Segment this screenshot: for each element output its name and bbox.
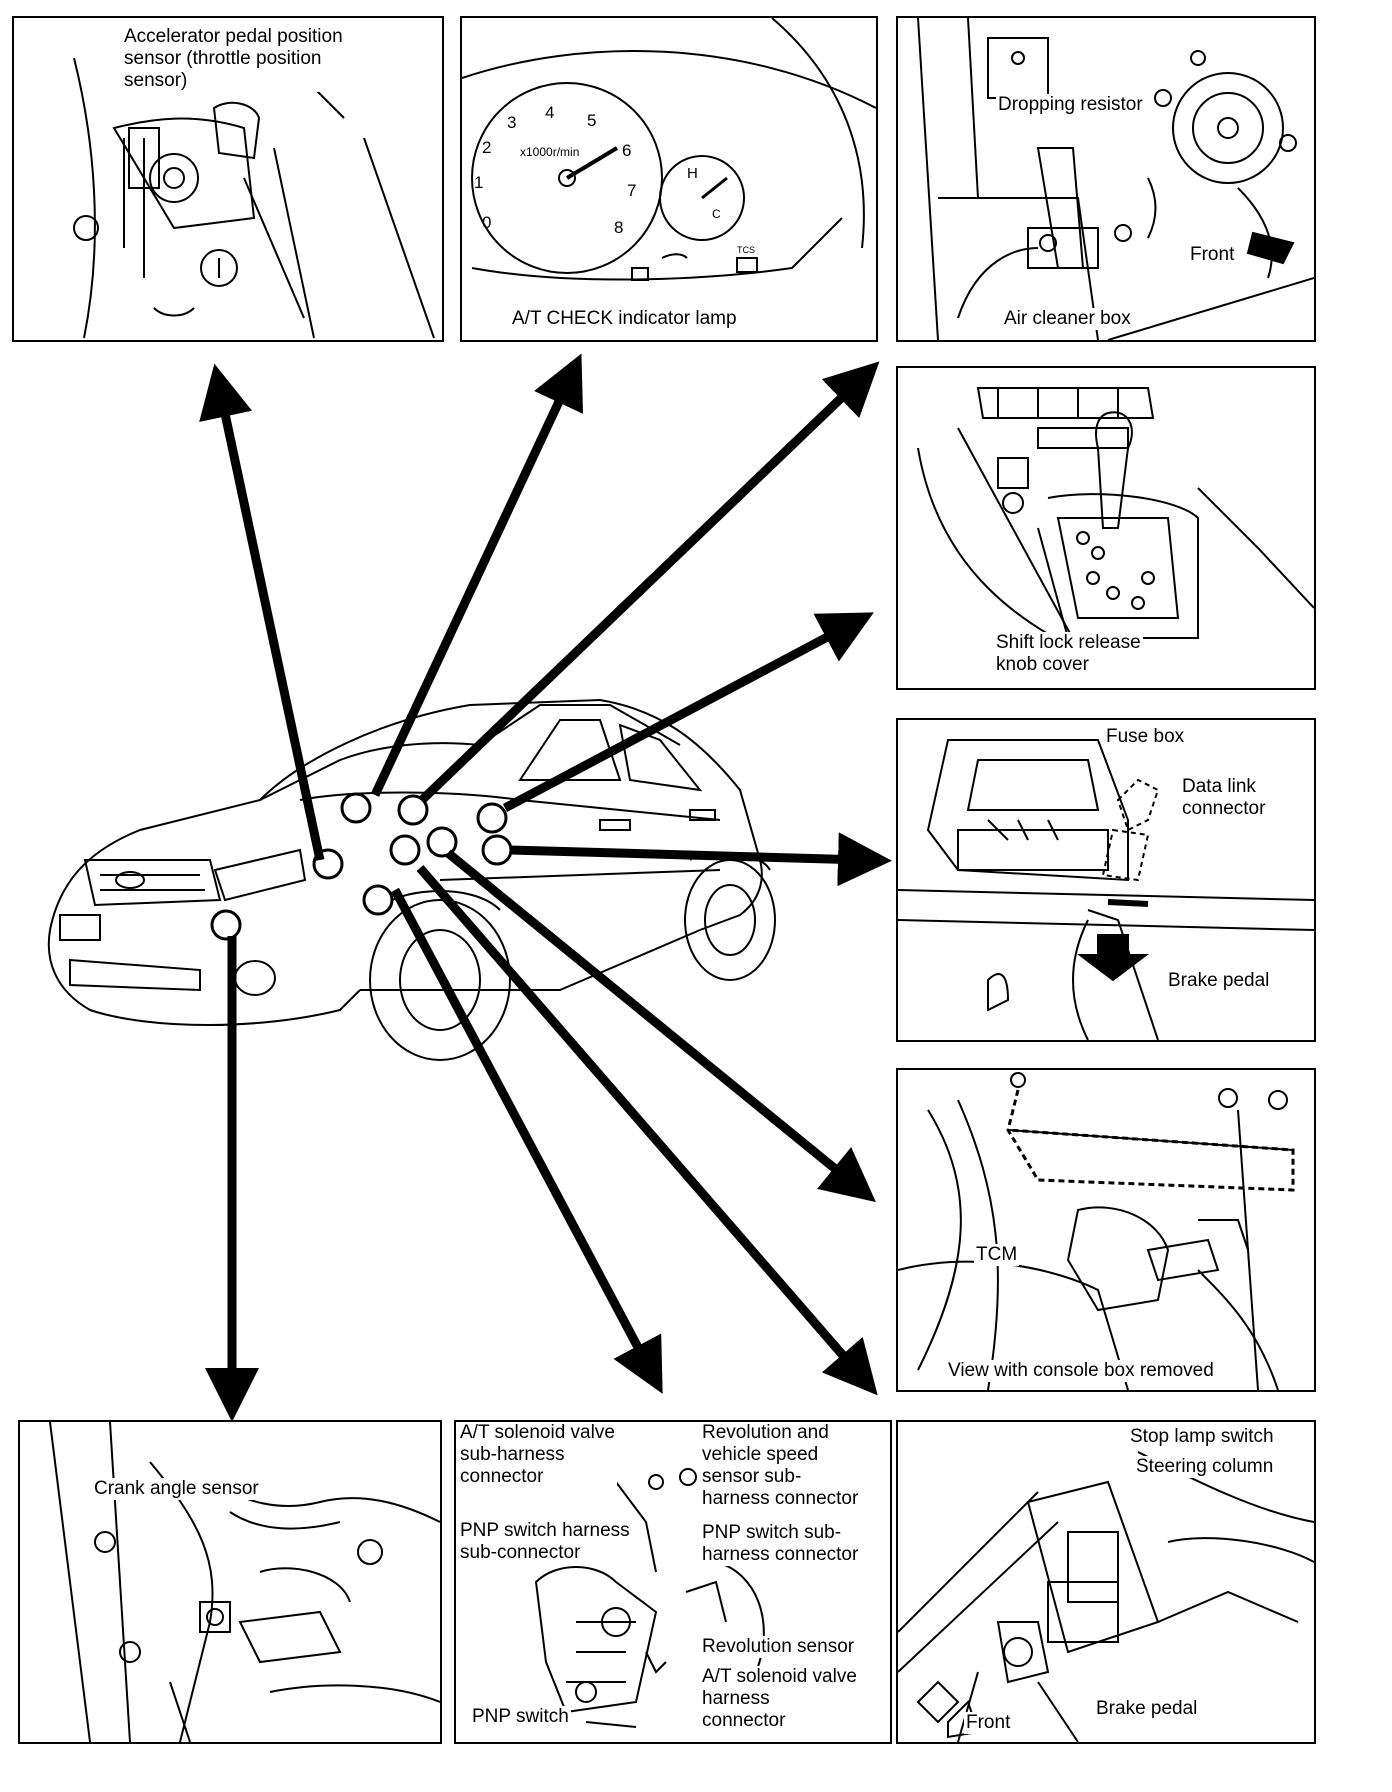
panel-transaxle: A/T solenoid valve sub-harness connector… (454, 1420, 892, 1744)
meter-tick-7: 7 (627, 181, 636, 200)
panel-combination-meter: 0 1 2 3 4 5 6 7 8 x1000r/min H C TCS A/T… (460, 16, 878, 342)
panel-accelerator-sensor: Accelerator pedal position sensor (throt… (12, 16, 444, 342)
panel-dropping-resistor: Dropping resistor Front Air cleaner box (896, 16, 1316, 342)
pnp-harness-label: PNP switch harness sub-connector (458, 1520, 632, 1564)
shift-console-illustration (917, 387, 1314, 669)
accelerator-sensor-label: Accelerator pedal position sensor (throt… (122, 26, 345, 92)
meter-tick-5: 5 (587, 111, 596, 130)
dropping-resistor-label: Dropping resistor (996, 94, 1145, 116)
rev-sensor-label: Revolution sensor (700, 1636, 857, 1658)
tcm-illustration (898, 1072, 1295, 1390)
crank-angle-label: Crank angle sensor (92, 1478, 261, 1500)
panel-stop-lamp: Stop lamp switch Steering column Front B… (896, 1420, 1316, 1744)
pnp-sub-harness-label: PNP switch sub- harness connector (700, 1522, 861, 1566)
pointer-arrows (199, 353, 892, 1422)
front-label: Front (1188, 244, 1237, 266)
panel-tcm: TCM View with console box removed (896, 1068, 1316, 1392)
tcm-label: TCM (974, 1244, 1020, 1266)
fuse-box-label: Fuse box (1104, 726, 1187, 748)
location-markers (210, 792, 513, 941)
data-link-label: Data link connector (1180, 776, 1268, 820)
fuse-brake-label: Brake pedal (1166, 970, 1272, 992)
meter-tcs: TCS (737, 245, 755, 255)
fuse-box-illustration (898, 739, 1314, 1040)
solenoid-sub-harness-label: A/T solenoid valve sub-harness connector (458, 1422, 617, 1488)
meter-tick-1: 1 (474, 173, 483, 192)
panel-shift-lock: Shift lock release knob cover (896, 366, 1316, 690)
meter-tick-0: 0 (482, 213, 491, 232)
meter-illustration: 0 1 2 3 4 5 6 7 8 x1000r/min H C TCS (462, 18, 876, 281)
shift-lock-label: Shift lock release knob cover (994, 632, 1143, 676)
crank-illustration (49, 1422, 440, 1742)
transaxle-illustration (534, 1468, 765, 1728)
console-view-label: View with console box removed (946, 1360, 1216, 1382)
meter-tick-3: 3 (507, 113, 516, 132)
at-check-lamp-label: A/T CHECK indicator lamp (510, 308, 739, 330)
car-outline (47, 698, 776, 1061)
solenoid-harness-label: A/T solenoid valve harness connector (700, 1666, 859, 1732)
stop-brake-label: Brake pedal (1094, 1698, 1200, 1720)
stop-lamp-switch-label: Stop lamp switch (1128, 1426, 1276, 1448)
accelerator-illustration (73, 57, 435, 339)
air-cleaner-label: Air cleaner box (1002, 308, 1133, 330)
meter-temp-h: H (687, 165, 698, 182)
steering-column-label: Steering column (1134, 1456, 1276, 1478)
meter-temp-c: C (712, 207, 721, 221)
meter-scale: x1000r/min (520, 145, 579, 159)
rev-vss-label: Revolution and vehicle speed sensor sub-… (700, 1422, 861, 1510)
panel-fuse-box: Fuse box Data link connector Brake pedal (896, 718, 1316, 1042)
panel-crank-angle: Crank angle sensor (18, 1420, 442, 1744)
stop-front-label: Front (964, 1712, 1013, 1734)
meter-tick-4: 4 (545, 103, 554, 122)
engine-room-illustration (917, 18, 1314, 340)
pnp-switch-label: PNP switch (470, 1706, 571, 1728)
meter-tick-2: 2 (482, 138, 491, 157)
meter-tick-8: 8 (614, 218, 623, 237)
meter-tick-6: 6 (622, 141, 631, 160)
